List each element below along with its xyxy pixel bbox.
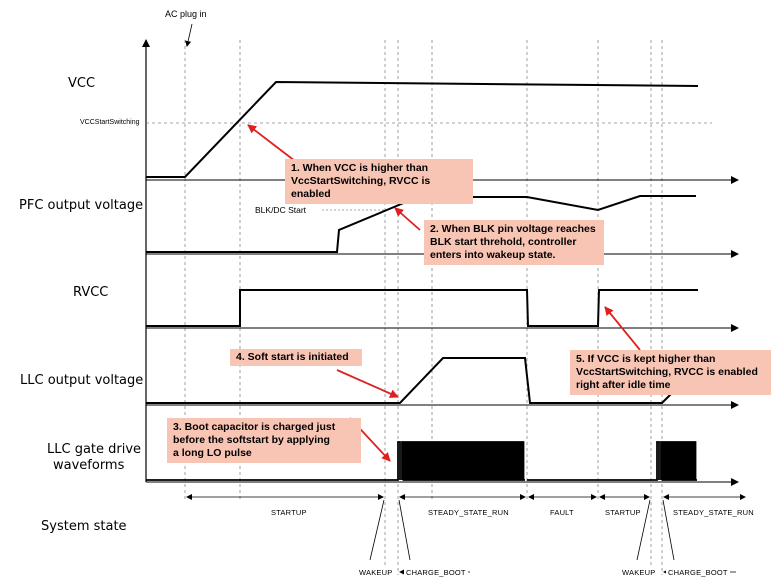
llc-output-waveform — [146, 357, 673, 404]
blk-start-label: BLK/DC Start — [255, 205, 307, 215]
state-charge-boot: CHARGE_BOOT — [404, 568, 468, 577]
callout-5: 5. If VCC is kept higher than VccStartSw… — [570, 350, 771, 395]
time-guides — [184, 40, 663, 575]
rvcc-waveform — [146, 289, 698, 327]
state-steady-run: STEADY_STATE_RUN — [428, 508, 509, 517]
llc-gate-label-1: LLC gate drive — [47, 442, 142, 457]
state-wakeup: WAKEUP — [357, 568, 395, 577]
llc-gate-label-2: waveforms — [53, 458, 125, 473]
system-state-label: System state — [41, 519, 127, 534]
state-steady-run-2: STEADY_STATE_RUN — [673, 508, 754, 517]
vcc-threshold-label: VCCStartSwitching — [80, 119, 140, 126]
callout-3: 3. Boot capacitor is charged just before… — [167, 418, 361, 463]
state-charge-boot-2: CHARGE_BOOT — [666, 568, 730, 577]
llc-gate-pulses — [146, 441, 697, 481]
callout-2: 2. When BLK pin voltage reaches BLK star… — [424, 220, 604, 265]
callout-4: 4. Soft start is initiated — [230, 349, 362, 366]
ac-plug-arrow — [185, 23, 193, 47]
llc-output-label: LLC output voltage — [20, 373, 144, 388]
state-fault: FAULT — [550, 508, 574, 517]
state-startup-2: STARTUP — [605, 508, 641, 517]
vcc-label: VCC — [68, 76, 96, 91]
callout-1: 1. When VCC is higher than VccStartSwitc… — [285, 159, 473, 204]
pfc-label: PFC output voltage — [19, 198, 144, 213]
pfc-waveform — [146, 195, 696, 253]
vcc-waveform — [146, 80, 699, 178]
state-startup: STARTUP — [271, 508, 307, 517]
ac-plug-in-label: AC plug in — [165, 9, 207, 19]
rvcc-label: RVCC — [73, 285, 109, 300]
state-wakeup-2: WAKEUP — [620, 568, 658, 577]
